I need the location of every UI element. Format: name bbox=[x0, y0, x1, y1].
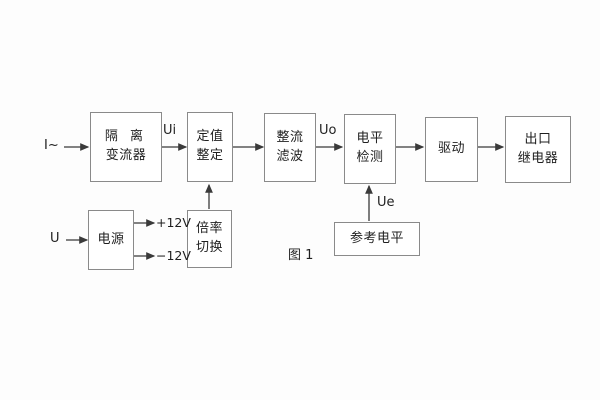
label-ui: Ui bbox=[163, 123, 177, 138]
block-level-detect-line1: 电平 bbox=[356, 131, 384, 147]
label-voltage-input: U bbox=[50, 231, 60, 246]
block-ratio-switch: 倍率 切换 bbox=[187, 210, 232, 268]
block-rectify-filter-line2: 滤波 bbox=[276, 148, 304, 164]
block-setting-value-line1: 定值 bbox=[196, 129, 224, 145]
label-uo: Uo bbox=[319, 123, 337, 138]
block-output-relay-line1: 出口 bbox=[524, 131, 552, 147]
block-level-detect-line2: 检测 bbox=[356, 150, 384, 165]
block-isolation-ct-line1: 隔 离 bbox=[104, 129, 148, 145]
block-power-supply: 电源 bbox=[88, 210, 134, 270]
block-ratio-switch-line1: 倍率 bbox=[195, 221, 223, 237]
block-setting-value-line2: 整定 bbox=[196, 148, 224, 163]
block-output-relay: 出口 继电器 bbox=[505, 116, 571, 183]
block-reference-level: 参考电平 bbox=[334, 222, 420, 256]
block-drive: 驱动 bbox=[425, 117, 478, 182]
label-rail-negative: −12V bbox=[156, 248, 191, 263]
block-reference-level-line1: 参考电平 bbox=[349, 230, 404, 246]
block-level-detect: 电平 检测 bbox=[344, 114, 396, 184]
block-rectify-filter-line1: 整流 bbox=[276, 129, 304, 145]
label-current-input: I~ bbox=[44, 138, 59, 153]
block-power-supply-line1: 电源 bbox=[97, 231, 125, 247]
figure-caption: 图 1 bbox=[288, 248, 314, 263]
block-isolation-ct-line2: 变流器 bbox=[105, 148, 147, 163]
block-setting-value: 定值 整定 bbox=[187, 112, 233, 182]
block-isolation-ct: 隔 离 变流器 bbox=[90, 112, 162, 182]
block-rectify-filter: 整流 滤波 bbox=[264, 113, 316, 182]
label-ue: Ue bbox=[377, 195, 395, 210]
label-rail-positive: +12V bbox=[156, 215, 191, 230]
block-drive-line1: 驱动 bbox=[437, 141, 465, 157]
block-ratio-switch-line2: 切换 bbox=[195, 240, 223, 255]
block-output-relay-line2: 继电器 bbox=[517, 150, 559, 166]
